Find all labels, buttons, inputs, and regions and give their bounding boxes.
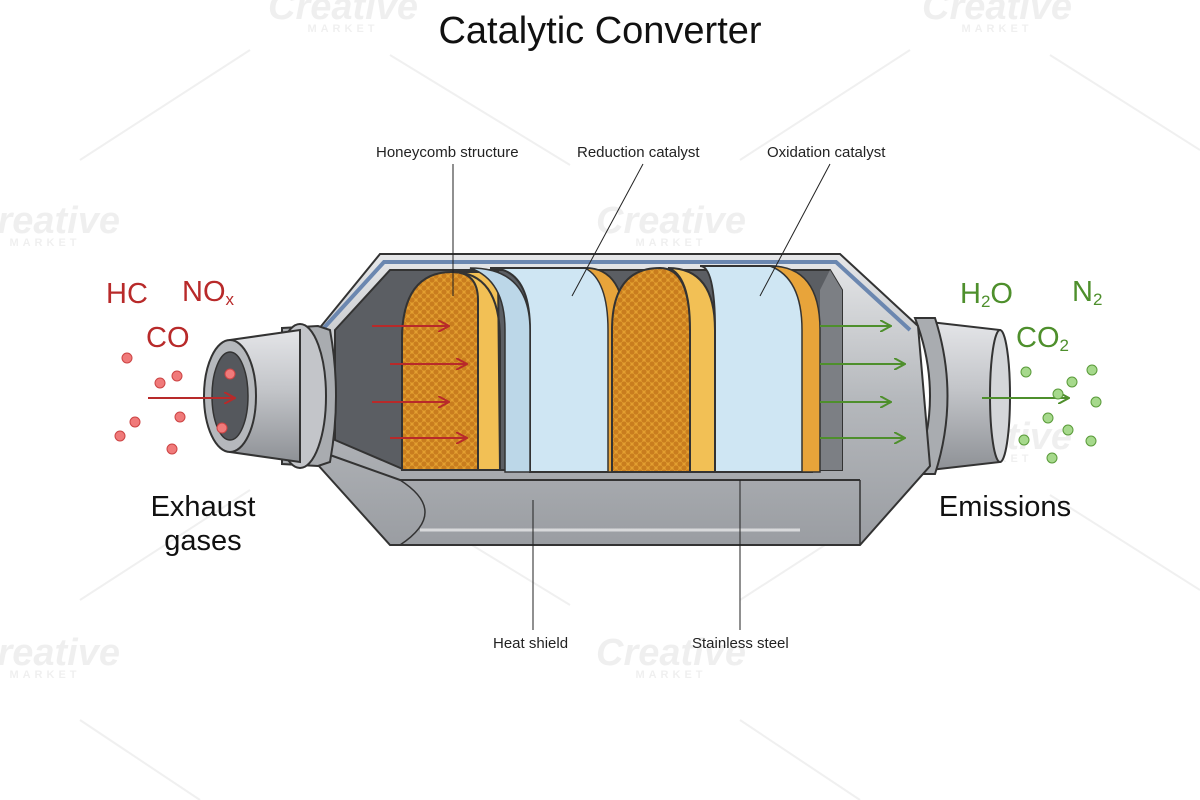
label-stainless-steel: Stainless steel <box>692 635 789 652</box>
label-reduction-catalyst: Reduction catalyst <box>577 144 700 161</box>
interior-flow-arrows <box>372 326 904 438</box>
label-exhaust-gases: Exhaust gases <box>128 490 278 558</box>
leader-lines <box>452 163 831 630</box>
outlet-pipe <box>913 317 1011 475</box>
chem-hc: HC <box>106 278 148 310</box>
chem-co2-main: CO <box>1016 322 1060 354</box>
label-honeycomb-structure: Honeycomb structure <box>376 144 519 161</box>
exhaust-line-2: gases <box>164 525 242 557</box>
chem-co: CO <box>146 322 190 354</box>
pollutant-particles <box>114 352 236 455</box>
label-heat-shield: Heat shield <box>493 635 569 652</box>
chem-nox-sub: x <box>225 290 235 309</box>
honeycomb-block <box>401 270 502 471</box>
label-emissions: Emissions <box>938 491 1072 523</box>
honeycomb-block-2 <box>611 266 716 473</box>
inlet-pipe <box>203 323 337 469</box>
chem-nox-main: NO <box>182 276 226 308</box>
chem-h2o-o: O <box>990 278 1013 310</box>
chem-co2-sub: 2 <box>1059 336 1069 355</box>
label-oxidation-catalyst: Oxidation catalyst <box>767 144 886 161</box>
chem-h2o: H2O <box>960 278 1013 312</box>
chem-n2: N2 <box>1072 276 1102 310</box>
chem-n2-main: N <box>1072 276 1093 308</box>
oxidation-catalyst <box>699 265 821 473</box>
watermark-lines <box>79 49 1200 800</box>
emission-particles <box>1018 364 1102 464</box>
chem-h2o-h: H <box>960 278 981 310</box>
diagram-title: Catalytic Converter <box>438 10 762 52</box>
chem-nox: NOx <box>182 276 234 310</box>
exhaust-line-1: Exhaust <box>150 491 256 523</box>
chem-n2-sub: 2 <box>1092 290 1103 309</box>
chem-h2o-sub: 2 <box>980 292 991 311</box>
chem-co2: CO2 <box>1016 322 1069 356</box>
